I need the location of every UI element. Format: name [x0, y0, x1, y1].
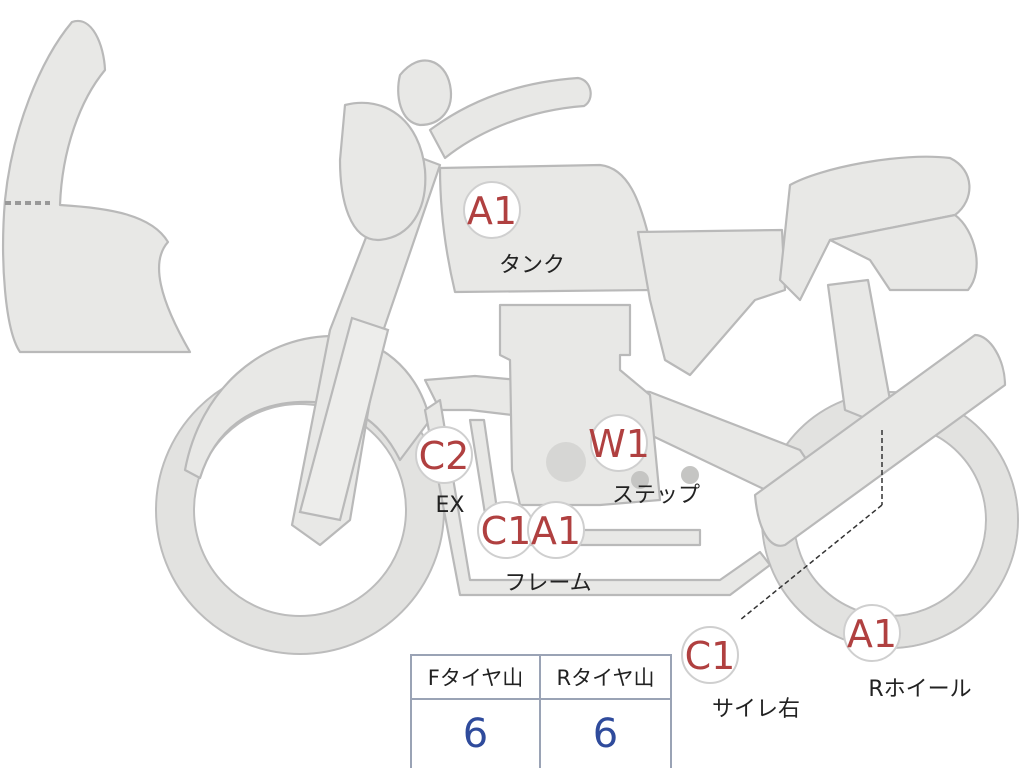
svg-text:C2: C2 [419, 434, 470, 478]
side-cover [636, 228, 787, 377]
svg-text:C1: C1 [685, 634, 736, 678]
headlight [338, 101, 427, 242]
svg-text:A1: A1 [531, 509, 581, 553]
svg-text:A1: A1 [847, 612, 897, 656]
front-tire-header: Fタイヤ山 [412, 656, 541, 700]
svg-text:ステップ: ステップ [612, 483, 700, 508]
svg-text:Rホイール: Rホイール [868, 677, 971, 702]
svg-text:W1: W1 [588, 422, 650, 466]
svg-text:C1: C1 [481, 509, 532, 553]
fairing [2, 19, 192, 354]
muffler [753, 333, 1007, 547]
badge-frame-a1: A1 フレーム [504, 501, 592, 596]
handlebar [428, 76, 592, 160]
svg-text:A1: A1 [467, 189, 517, 233]
rear-tire-header: Rタイヤ山 [541, 656, 670, 700]
front-tire-value: 6 [412, 700, 541, 768]
svg-text:サイレ右: サイレ右 [712, 697, 800, 722]
badge-ex: C2 EX [415, 426, 473, 518]
badge-silencer-right: C1 サイレ右 [681, 626, 800, 722]
tire-tread-table: Fタイヤ山 Rタイヤ山 6 6 [410, 654, 672, 768]
badge-frame-c1: C1 [477, 501, 535, 559]
svg-text:フレーム: フレーム [504, 571, 591, 596]
badge-tank: A1 タンク [463, 181, 565, 278]
svg-text:タンク: タンク [499, 253, 565, 278]
svg-text:EX: EX [436, 493, 465, 518]
rear-tire-value: 6 [592, 711, 619, 757]
seat [778, 155, 971, 302]
badge-rear-wheel: A1 Rホイール [843, 604, 972, 702]
badge-step: W1 ステップ [588, 414, 700, 508]
